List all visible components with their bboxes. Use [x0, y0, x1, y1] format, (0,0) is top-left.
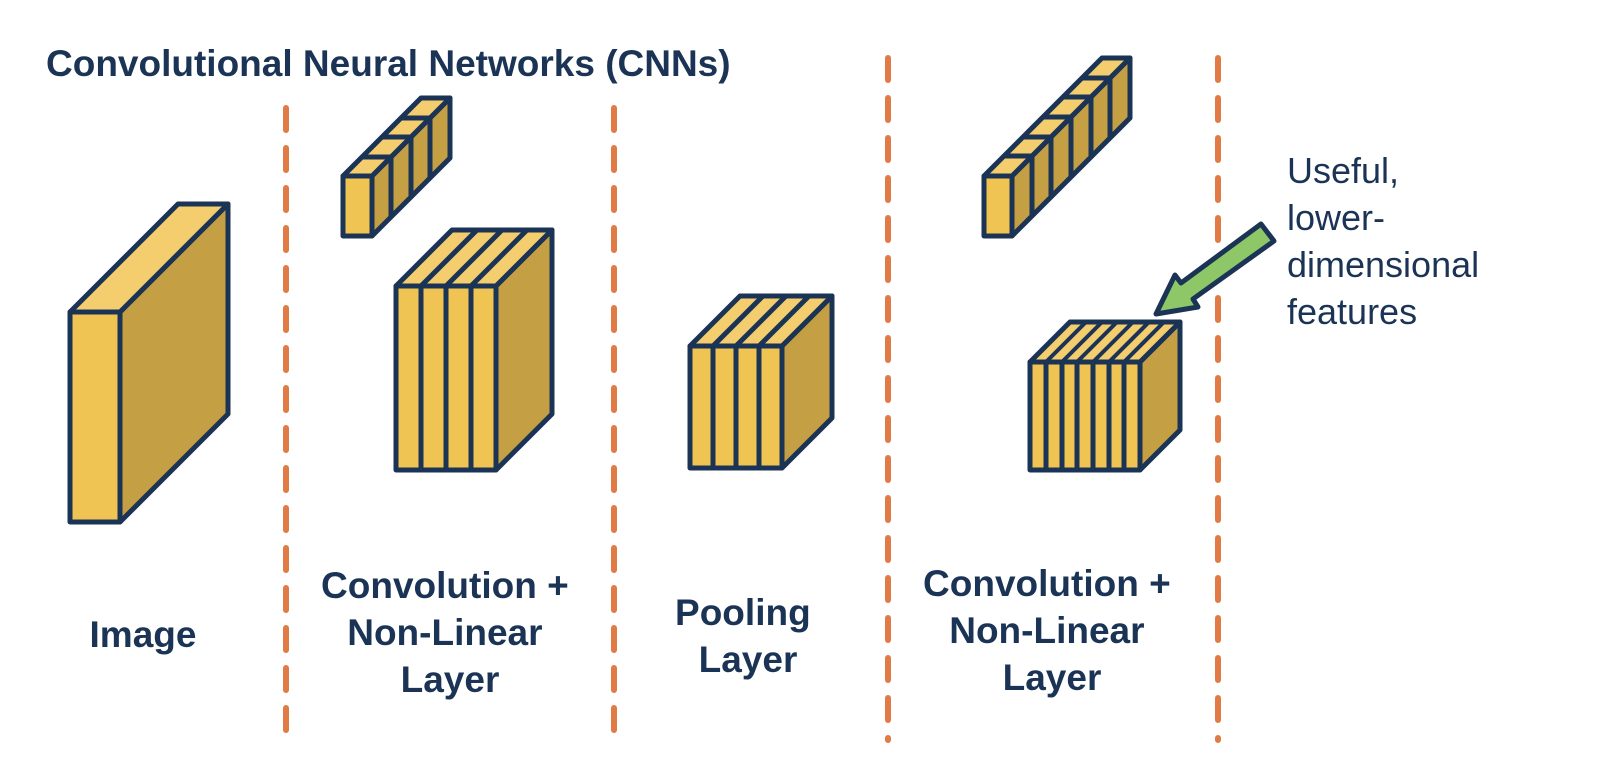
- conv1-slice-4: [468, 283, 499, 473]
- pool-slice-2: [710, 343, 739, 471]
- conv1-kernel-front: [340, 173, 375, 239]
- dividers: [283, 55, 1221, 743]
- diagram-title: Convolutional Neural Networks (CNNs): [46, 43, 731, 84]
- conv1-volume: [393, 227, 555, 473]
- label-image: Image: [90, 614, 197, 655]
- conv1-slice-2: [418, 283, 449, 473]
- conv1-kernel-dividers: [362, 115, 433, 217]
- conv1-top-stripes: [419, 228, 529, 288]
- pool-slice-4: [756, 343, 785, 471]
- label-conv2: Convolution + Non-Linear Layer: [923, 563, 1181, 698]
- conv2-kernel-dividers: [1004, 75, 1113, 216]
- pool-volume: [687, 293, 835, 471]
- features-arrow: [1153, 221, 1277, 317]
- pool-top-stripes: [711, 294, 811, 348]
- conv2-top-stripes: [1044, 320, 1166, 364]
- label-pool: Pooling Layer: [675, 592, 821, 680]
- conv2-kernel-front: [981, 173, 1015, 239]
- image-block-front: [67, 309, 123, 525]
- conv1-slice-3: [443, 283, 474, 473]
- conv2-kernels: [981, 55, 1133, 239]
- image-block: [67, 201, 231, 525]
- conv2-slice-7: [1121, 359, 1143, 473]
- conv2-volume: [1027, 319, 1183, 473]
- conv1-kernels: [340, 95, 453, 239]
- pool-slice-3: [733, 343, 762, 471]
- pool-slice-1: [687, 343, 716, 471]
- features-annotation: Useful, lower- dimensional features: [1287, 150, 1489, 332]
- conv1-slice-1: [393, 283, 424, 473]
- label-conv1: Convolution + Non-Linear Layer: [321, 565, 579, 700]
